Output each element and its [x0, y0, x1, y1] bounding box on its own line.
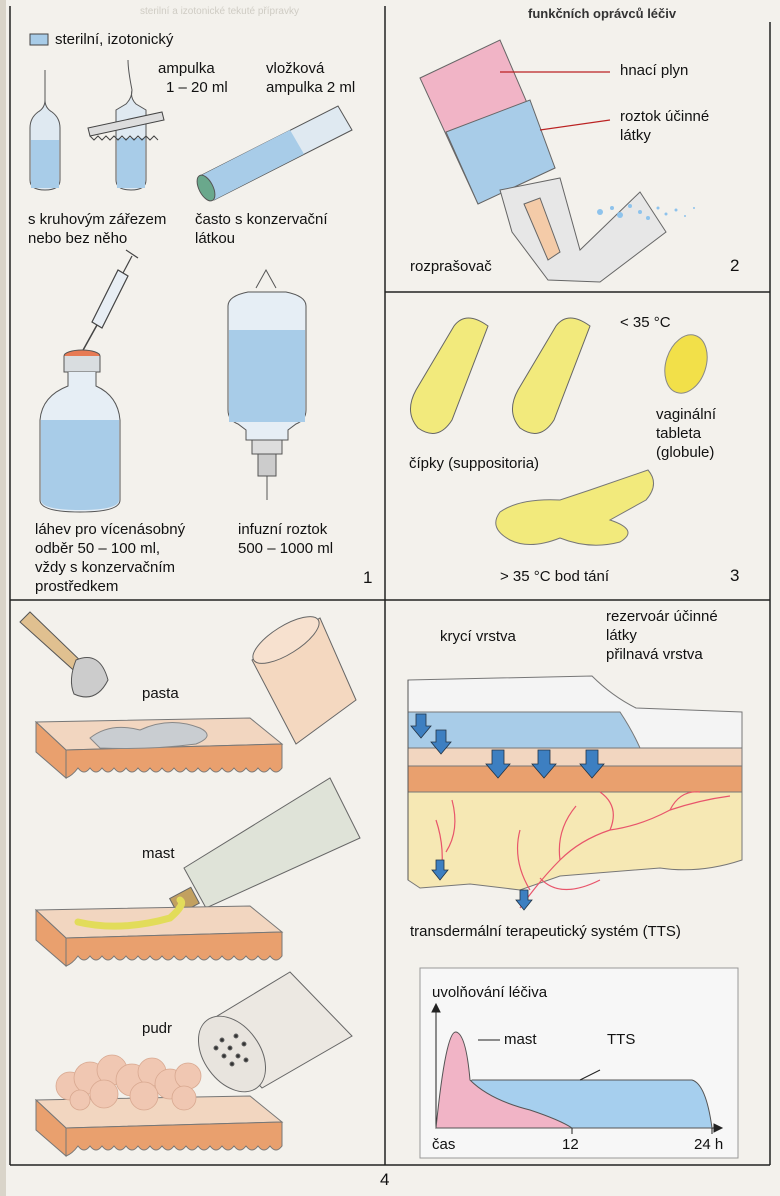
panel-borders	[9, 6, 771, 1166]
skin-block-ointment	[34, 896, 284, 968]
reservoir-label: rezervoár účinné	[606, 608, 718, 625]
ampule-icon	[29, 70, 61, 191]
graph-tick-12: 12	[562, 1136, 579, 1153]
drug-arrows	[410, 713, 605, 911]
legend-swatch	[29, 33, 49, 46]
vaginal-tablet-label-3: (globule)	[656, 444, 715, 461]
panel-number-3: 3	[730, 566, 740, 585]
notch-label-2: nebo bez něho	[28, 230, 128, 247]
release-graph	[419, 967, 739, 1159]
adhesive-layer-label: přilnavá vrstva	[606, 646, 703, 663]
suppository-label: čípky (suppositoria)	[409, 455, 540, 472]
melted-suppository-icon	[495, 469, 654, 546]
syringe-icon	[81, 249, 139, 353]
spray-mist	[597, 204, 695, 220]
skin-block-paste	[34, 717, 284, 780]
cartridge-label: vložková	[266, 60, 325, 77]
reservoir-label-2: látky	[606, 627, 637, 644]
jar-icon	[251, 616, 357, 745]
brush-icon	[19, 611, 109, 698]
leader-lines-p2	[500, 71, 611, 131]
suppository-icon	[410, 317, 591, 434]
infusion-label: infuzní roztok	[238, 521, 328, 538]
powder-label: pudr	[142, 1020, 173, 1037]
preservative-label: často s konzervační	[195, 211, 328, 228]
saw-icon	[87, 111, 165, 141]
ampule-label: ampulka	[158, 60, 215, 77]
graph-ointment-label: mast	[504, 1031, 537, 1048]
panel-number-4: 4	[380, 1170, 390, 1189]
vial-label-4: prostředkem	[35, 578, 119, 595]
vial-label-2: odběr 50 – 100 ml,	[35, 540, 161, 557]
ointment-label: mast	[142, 845, 175, 862]
skin-block-powder	[34, 1054, 284, 1158]
vaginal-tablet-label-2: tableta	[656, 425, 702, 442]
legend-sterile: sterilní, izotonický	[55, 31, 174, 48]
page-header: funkčních oprávců léčiv	[528, 6, 677, 21]
cartridge-icon	[196, 105, 353, 202]
solution-label: roztok účinné	[620, 108, 710, 125]
propellant-label: hnací plyn	[620, 62, 689, 79]
vial-label-3: vždy s konzervačním	[35, 559, 176, 576]
vial-bottle-icon	[39, 349, 121, 513]
panel-number-2: 2	[730, 256, 740, 275]
infusion-volume: 500 – 1000 ml	[238, 540, 334, 557]
inhaler-icon	[419, 39, 667, 283]
vaginal-tablet-label: vaginální	[656, 406, 717, 423]
cover-layer-label: krycí vrstva	[440, 628, 516, 645]
notch-label: s kruhovým zářezem	[28, 211, 167, 228]
graph-time-label: čas	[432, 1136, 456, 1153]
paste-label: pasta	[142, 685, 179, 702]
melting-point-label: > 35 °C bod tání	[500, 568, 609, 585]
graph-tick-24: 24 h	[694, 1136, 724, 1153]
vial-label: láhev pro vícenásobný	[35, 521, 186, 538]
solution-label-2: látky	[620, 127, 651, 144]
tts-block	[407, 675, 743, 891]
powder-shaker-icon	[197, 971, 353, 1093]
tts-label: transdermální terapeutický systém (TTS)	[410, 923, 681, 940]
vaginal-tablet-icon	[664, 334, 708, 394]
infusion-bottle-icon	[227, 268, 307, 500]
temp-low-label: < 35 °C	[620, 314, 671, 331]
graph-ylabel: uvolňování léčiva	[432, 984, 548, 1001]
graph-tts-label: TTS	[607, 1031, 636, 1048]
svg-text:sterilní a izotonické tekuté p: sterilní a izotonické tekuté přípravky	[140, 6, 299, 17]
capillaries	[435, 791, 731, 909]
ampule-volume: 1 – 20 ml	[166, 79, 228, 96]
bleed-text: sterilní a izotonické tekuté přípravky	[140, 6, 299, 17]
preservative-label-2: látkou	[195, 230, 236, 247]
cartridge-volume: ampulka 2 ml	[266, 79, 356, 96]
sprayer-label: rozprašovač	[410, 258, 492, 275]
panel-number-1: 1	[363, 568, 373, 587]
